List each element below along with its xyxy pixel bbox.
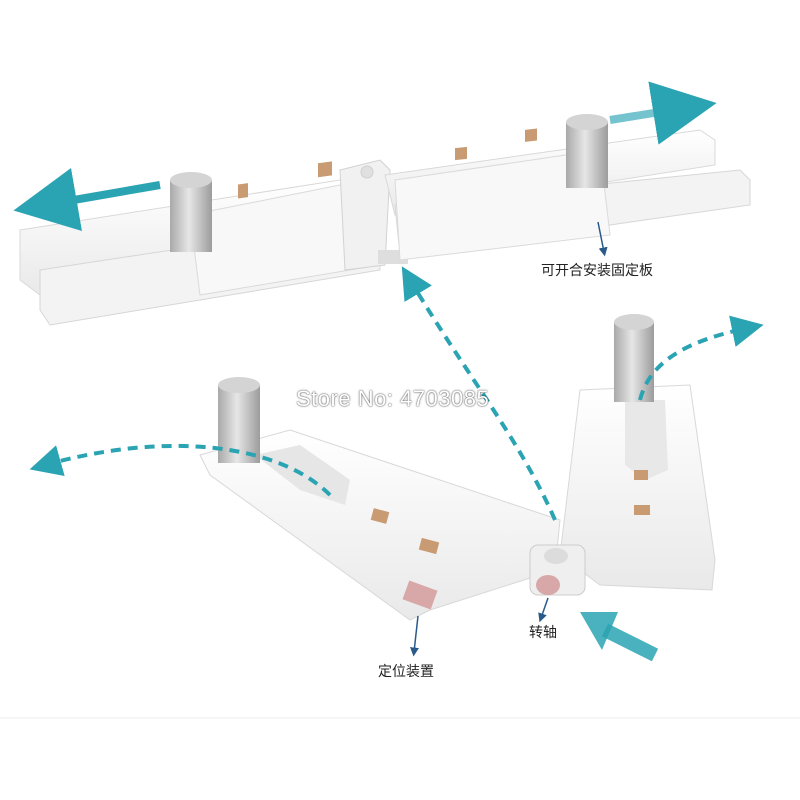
leader-pivot bbox=[538, 597, 549, 623]
folded-left-slot-1 bbox=[370, 508, 390, 524]
hinge-joint bbox=[339, 159, 408, 271]
right-arm-slot-1 bbox=[455, 146, 467, 161]
left-arm-slot-1 bbox=[238, 183, 248, 199]
leader-mounting-plate bbox=[597, 221, 608, 257]
callout-mounting-plate: 可开合安装固定板 bbox=[541, 263, 653, 279]
store-watermark: Store No: 4703085 bbox=[296, 386, 490, 411]
slide-right-arrow bbox=[609, 81, 717, 145]
folded-right-slot-2 bbox=[634, 505, 650, 515]
folded-left-locating-slot bbox=[402, 580, 438, 610]
folded-left-slot-2 bbox=[418, 537, 440, 555]
right-arm-slot-2 bbox=[525, 128, 537, 142]
callout-locating-device: 定位装置 bbox=[378, 664, 434, 680]
right-arm-body bbox=[394, 149, 611, 261]
rotate-right-arrow bbox=[638, 315, 764, 401]
open-bracket bbox=[19, 114, 751, 326]
right-peg bbox=[566, 114, 608, 188]
callout-pivot: 转轴 bbox=[529, 625, 557, 641]
folded-bracket bbox=[199, 314, 716, 621]
folded-right-arm-groove bbox=[625, 400, 668, 480]
rotate-left-arrow bbox=[29, 443, 332, 497]
push-arrow bbox=[580, 612, 659, 662]
slide-left-arrow bbox=[13, 167, 161, 232]
left-peg bbox=[170, 172, 212, 252]
leader-locating-device bbox=[410, 615, 419, 657]
left-arm-slot-2 bbox=[318, 161, 332, 178]
folded-right-slot-1 bbox=[634, 470, 648, 480]
pivot-joint bbox=[529, 544, 586, 596]
folded-right-peg bbox=[614, 314, 654, 402]
